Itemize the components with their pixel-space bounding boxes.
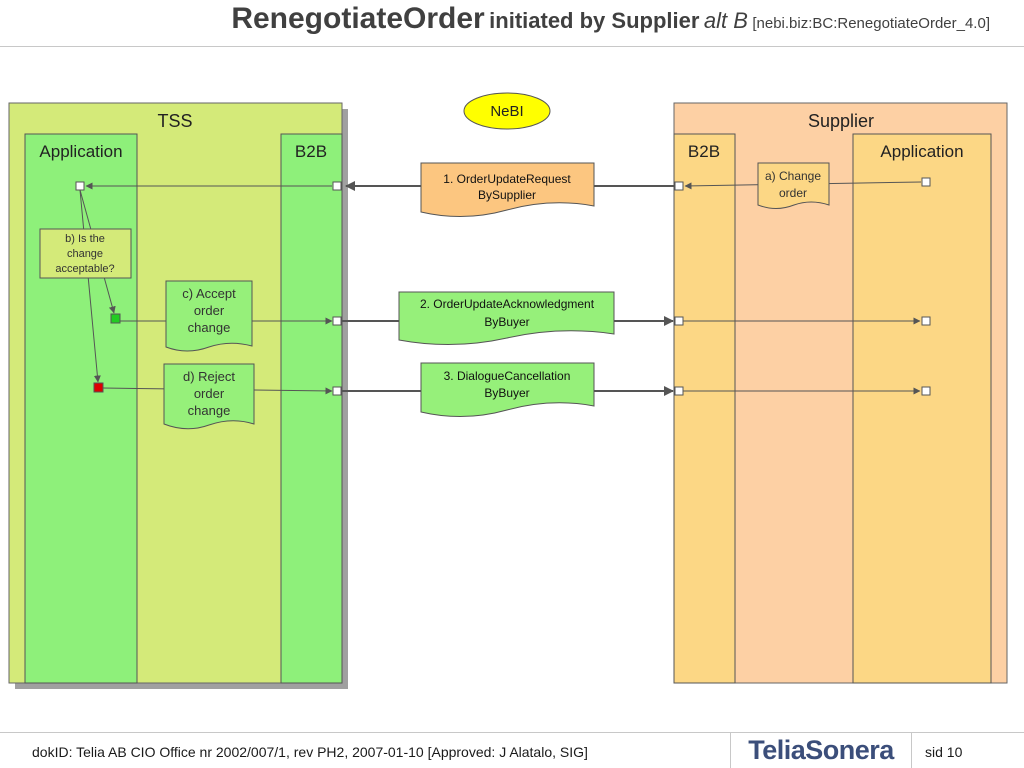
supplier-app-port-1 — [921, 177, 931, 187]
note-accept-line1: c) Accept — [182, 286, 236, 301]
note-decision-line3: acceptable? — [55, 263, 114, 275]
message-1-line2: BySupplier — [478, 188, 536, 202]
tss-b2b-column — [280, 133, 343, 684]
branch-to-reject — [79, 189, 101, 383]
note-change-line2: order — [779, 186, 807, 200]
note-decision-line2: change — [67, 248, 103, 260]
supplier-application-column — [852, 133, 992, 684]
note-decision: b) Is the change acceptable? — [39, 228, 132, 279]
message-1-shape — [420, 162, 595, 217]
message-3-line1: 3. DialogueCancellation — [444, 369, 571, 383]
supplier-application-label: Application — [880, 142, 963, 161]
slide-title: RenegotiateOrder initiated by Supplier a… — [0, 2, 990, 36]
telia-sonera-logo: TeliaSonera — [730, 733, 912, 768]
tss-application-column — [24, 133, 138, 684]
supplier-lane-title: Supplier — [808, 111, 874, 131]
supplier-b2b-port-1 — [674, 181, 684, 191]
accept-marker — [110, 313, 121, 324]
message-1-line1: 1. OrderUpdateRequest — [443, 172, 571, 186]
note-change-order: a) Change order — [757, 162, 830, 209]
title-divider — [0, 46, 1024, 47]
note-reject-line3: change — [188, 403, 231, 418]
tss-application-label: Application — [39, 142, 122, 161]
title-alt: alt B — [703, 8, 748, 33]
nebi-label: NeBI — [490, 103, 523, 120]
note-reject: d) Reject order change — [163, 363, 255, 430]
tss-b2b-port-1 — [332, 181, 342, 191]
footer-divider — [0, 732, 1024, 733]
nebi-ellipse — [463, 92, 551, 130]
supplier-app-port-2 — [921, 316, 931, 326]
note-accept: c) Accept order change — [165, 280, 253, 352]
tss-b2b-port-3 — [332, 386, 342, 396]
note-accept-shape — [165, 280, 253, 352]
note-accept-line2: order — [194, 303, 225, 318]
message-document-3: 3. DialogueCancellation ByBuyer — [420, 362, 595, 417]
title-main: RenegotiateOrder — [231, 2, 485, 35]
note-reject-line2: order — [194, 386, 225, 401]
supplier-b2b-port-3 — [674, 386, 684, 396]
reject-marker — [93, 382, 104, 393]
supplier-swimlane: Supplier B2B Application — [673, 102, 1008, 684]
message-document-1: 1. OrderUpdateRequest BySupplier — [420, 162, 595, 217]
message-2-line1: 2. OrderUpdateAcknowledgment — [420, 297, 595, 311]
supplier-b2b-column — [673, 133, 736, 684]
title-ref: [nebi.biz:BC:RenegotiateOrder_4.0] — [752, 15, 990, 32]
note-change-shape — [757, 162, 830, 209]
note-reject-line1: d) Reject — [183, 369, 235, 384]
title-sub: initiated by Supplier — [489, 8, 700, 33]
port-markers — [75, 177, 931, 396]
supplier-app-port-3 — [921, 386, 931, 396]
message-2-line2: ByBuyer — [484, 315, 529, 329]
page-number: sid 10 — [925, 744, 963, 760]
note-decision-line1: b) Is the — [65, 233, 105, 245]
tss-b2b-port-2 — [332, 316, 342, 326]
message-document-2: 2. OrderUpdateAcknowledgment ByBuyer — [398, 291, 615, 346]
note-reject-shape — [163, 363, 255, 430]
tss-app-start-port — [75, 181, 85, 191]
footer-docid: dokID: Telia AB CIO Office nr 2002/007/1… — [32, 744, 588, 760]
note-accept-line3: change — [188, 320, 231, 335]
message-3-shape — [420, 362, 595, 417]
note-decision-box — [39, 228, 132, 279]
tss-b2b-label: B2B — [295, 142, 327, 161]
nebi-node: NeBI — [463, 92, 551, 130]
tss-lane-title: TSS — [157, 111, 192, 131]
supplier-b2b-label: B2B — [688, 142, 720, 161]
message-3-line2: ByBuyer — [484, 386, 529, 400]
message-2-shape — [398, 291, 615, 346]
logo-text: TeliaSonera — [748, 735, 894, 765]
supplier-b2b-port-2 — [674, 316, 684, 326]
note-change-line1: a) Change — [765, 169, 821, 183]
